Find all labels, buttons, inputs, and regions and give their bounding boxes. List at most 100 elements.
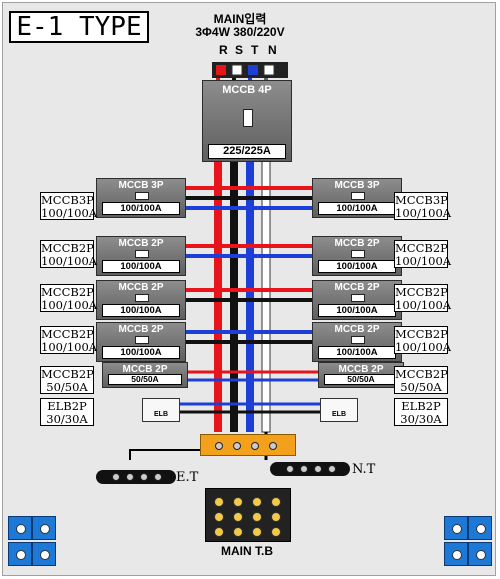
- bar-screw: [269, 442, 277, 450]
- breaker-handle[interactable]: [135, 192, 149, 200]
- breaker-name: MCCB 3P: [118, 180, 164, 191]
- breaker-left-3[interactable]: MCCB 2P 100/100A: [96, 280, 186, 320]
- breaker-handle[interactable]: [351, 192, 365, 200]
- main-tb-label: MAIN T.B: [221, 544, 273, 558]
- corner-terminal: [32, 516, 56, 540]
- breaker-name: MCCB 2P: [334, 238, 380, 249]
- main-breaker-name: MCCB 4P: [222, 84, 272, 96]
- breaker-rating: 100/100A: [318, 304, 396, 317]
- corner-terminal: [8, 542, 32, 566]
- breaker-name: MCCB 2P: [118, 324, 164, 335]
- breaker-rating: 100/100A: [41, 340, 98, 354]
- screw: [126, 473, 134, 481]
- terminal-screw: [214, 512, 224, 522]
- terminal-s: [231, 64, 243, 76]
- bus-t: [246, 160, 254, 432]
- breaker-rating: 50/50A: [400, 380, 442, 394]
- terminal-screw: [252, 512, 262, 522]
- main-terminal-block: [205, 488, 291, 542]
- breaker-name: MCCB 2P: [118, 238, 164, 249]
- breaker-name: MCCB 2P: [118, 282, 164, 293]
- elb-left[interactable]: ELB: [142, 398, 180, 422]
- breaker-type: MCCB2P: [395, 241, 448, 255]
- terminal-screw: [252, 527, 262, 537]
- breaker-handle[interactable]: [135, 250, 149, 258]
- breaker-name: MCCB 2P: [334, 324, 380, 335]
- breaker-type: MCCB3P: [395, 193, 448, 207]
- breaker-rating: 50/50A: [324, 374, 398, 385]
- breaker-rating: 100/100A: [102, 202, 180, 215]
- corner-terminal: [468, 542, 492, 566]
- earth-terminal-label: E.T: [176, 470, 199, 485]
- corner-terminal: [444, 516, 468, 540]
- terminal-screw: [233, 512, 243, 522]
- screw: [154, 473, 162, 481]
- breaker-name: MCCB 2P: [334, 282, 380, 293]
- breaker-handle[interactable]: [351, 336, 365, 344]
- bar-screw: [215, 442, 223, 450]
- breaker-handle[interactable]: [351, 294, 365, 302]
- bus-r: [214, 160, 222, 432]
- terminal-screw: [233, 497, 243, 507]
- terminal-t: [248, 65, 258, 75]
- screw: [314, 465, 322, 473]
- phase-label-t: T: [251, 43, 259, 57]
- breaker-type: MCCB2P: [41, 285, 94, 299]
- breaker-name: MCCB 2P: [338, 364, 384, 375]
- neutral-terminal-bar: [270, 462, 350, 476]
- breaker-right-3[interactable]: MCCB 2P 100/100A: [312, 280, 402, 320]
- corner-terminal: [468, 516, 492, 540]
- terminal-screw: [271, 497, 281, 507]
- screw: [112, 473, 120, 481]
- breaker-rating: 50/50A: [46, 380, 88, 394]
- earth-link: [129, 449, 210, 460]
- terminal-screw: [271, 512, 281, 522]
- main-breaker-handle[interactable]: [243, 109, 253, 127]
- screw: [286, 465, 294, 473]
- breaker-right-2[interactable]: MCCB 2P 100/100A: [312, 236, 402, 276]
- bar-screw: [251, 442, 259, 450]
- breaker-type: MCCB2P: [395, 285, 448, 299]
- breaker-handle[interactable]: [135, 294, 149, 302]
- breaker-handle[interactable]: [351, 250, 365, 258]
- breaker-type: ELB2P: [47, 399, 87, 413]
- bar-screw: [233, 442, 241, 450]
- bus-s: [230, 160, 238, 432]
- terminal-r: [216, 65, 226, 75]
- breaker-left-2[interactable]: MCCB 2P 100/100A: [96, 236, 186, 276]
- breaker-left-1[interactable]: MCCB 3P 100/100A: [96, 178, 186, 218]
- breaker-rating: 100/100A: [395, 298, 452, 312]
- terminal-n: [263, 64, 275, 76]
- terminal-screw: [252, 497, 262, 507]
- corner-terminal: [8, 516, 32, 540]
- breaker-name: MCCB 2P: [122, 364, 168, 375]
- breaker-rating: 50/50A: [108, 374, 182, 385]
- breaker-rating: 100/100A: [41, 254, 98, 268]
- earth-terminal-bar: [96, 470, 176, 484]
- breaker-rating: 100/100A: [318, 260, 396, 273]
- breaker-type: MCCB2P: [41, 327, 94, 341]
- elb-right[interactable]: ELB: [320, 398, 358, 422]
- breaker-handle[interactable]: [135, 336, 149, 344]
- breaker-name: MCCB 3P: [334, 180, 380, 191]
- breaker-rating: 100/100A: [395, 340, 452, 354]
- main-breaker[interactable]: MCCB 4P 225/225A: [202, 80, 292, 162]
- breaker-right-4[interactable]: MCCB 2P 100/100A: [312, 322, 402, 362]
- breaker-rating: 100/100A: [318, 346, 396, 359]
- breaker-rating: 100/100A: [102, 304, 180, 317]
- breaker-rating: 100/100A: [102, 260, 180, 273]
- screw: [140, 473, 148, 481]
